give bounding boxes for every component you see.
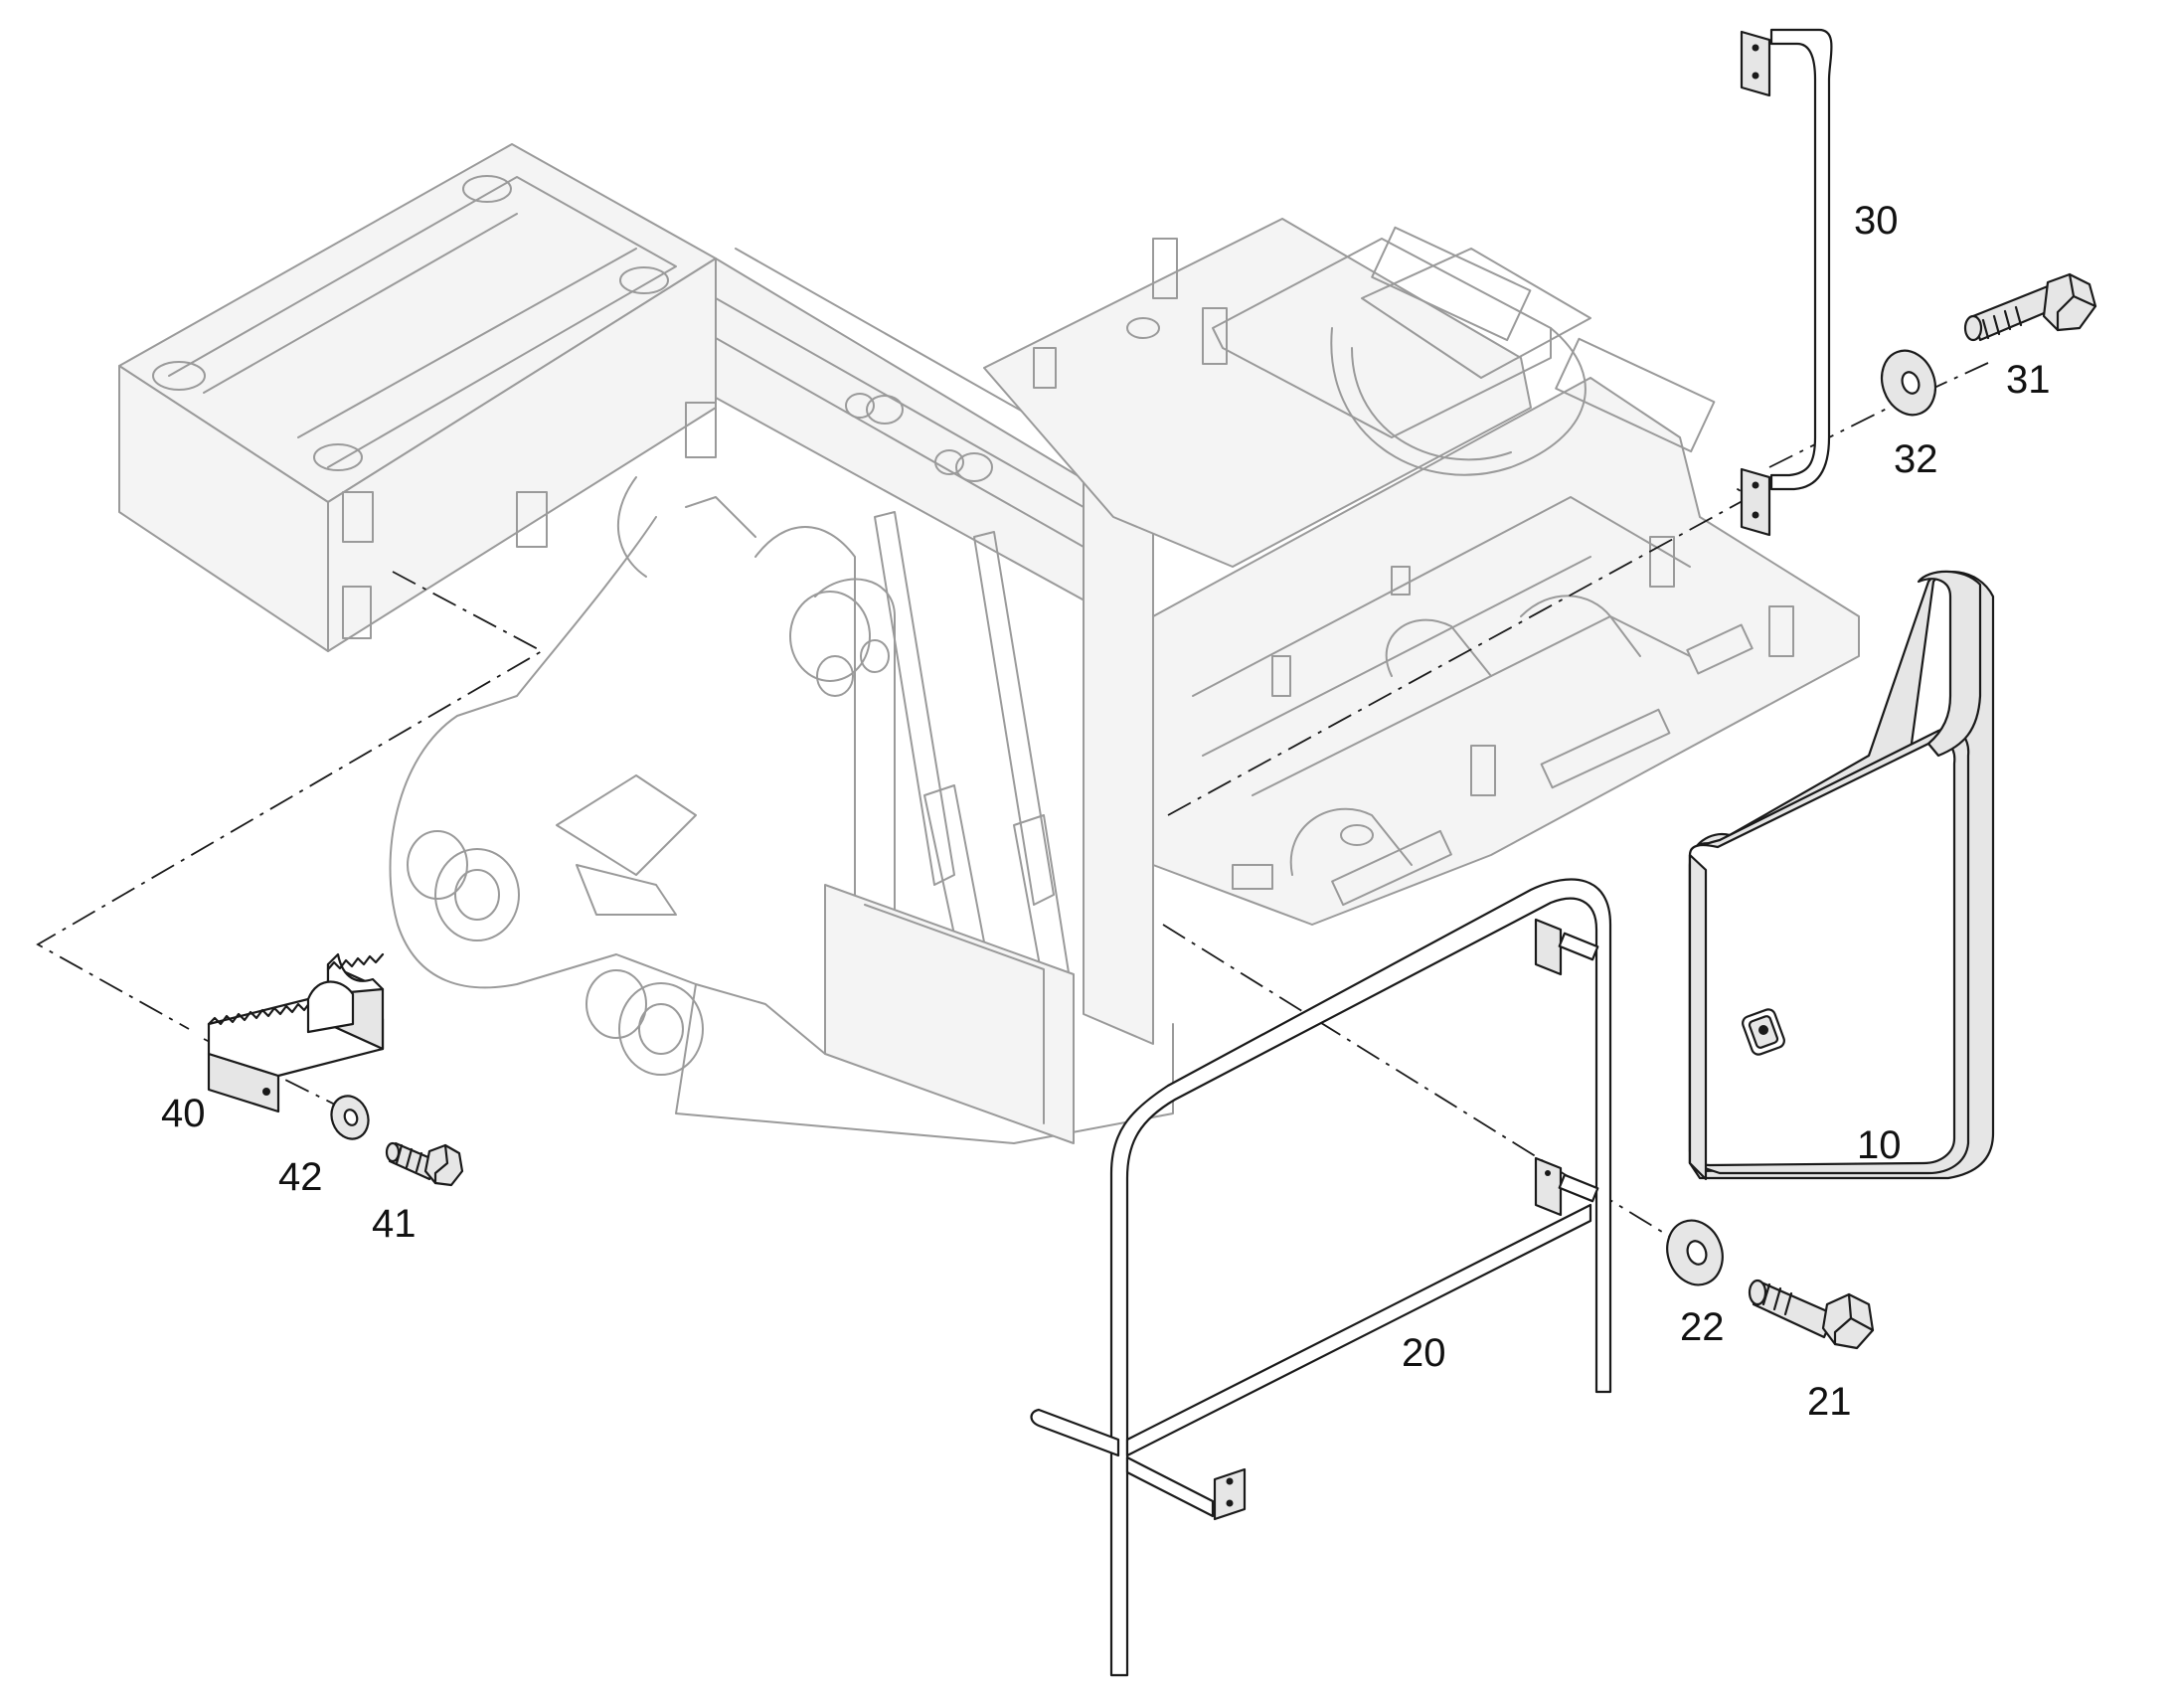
side-panel-10[interactable] [1688,570,1995,1181]
washer-32[interactable] [1873,343,1943,423]
latch-icon[interactable] [1741,1007,1786,1056]
callout-21: 21 [1807,1380,1852,1424]
callout-labels: 30 31 32 10 20 22 21 40 42 41 [161,199,2051,1424]
bolt-41[interactable] [385,1141,464,1187]
callout-31: 31 [2006,358,2051,402]
step-40[interactable] [207,952,385,1113]
washer-42[interactable] [326,1091,375,1144]
callout-40: 40 [161,1092,206,1135]
callout-20: 20 [1402,1331,1446,1375]
machine-frame [118,143,1860,1144]
callout-30: 30 [1854,199,1899,243]
counterweight-box [118,143,717,652]
callout-42: 42 [278,1155,323,1199]
callout-32: 32 [1894,437,1938,481]
callout-10: 10 [1857,1123,1902,1167]
bolt-21[interactable] [1748,1279,1875,1350]
handrail-30[interactable] [1740,28,1833,537]
guard-rail-20[interactable] [1030,878,1612,1677]
callout-41: 41 [372,1202,417,1246]
callout-22: 22 [1680,1305,1725,1349]
bolt-31[interactable] [1963,272,2097,342]
washer-22[interactable] [1658,1213,1731,1292]
